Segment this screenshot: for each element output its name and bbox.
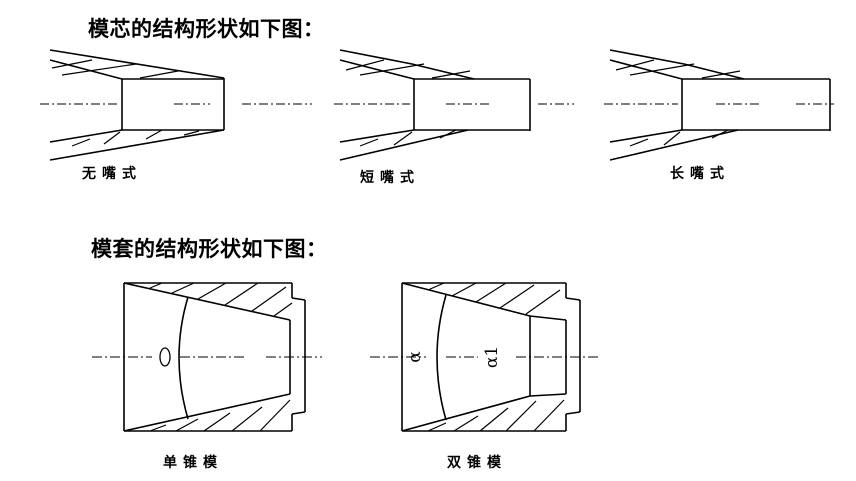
caption-no-nozzle: 无嘴式 <box>82 166 142 182</box>
core-short-nozzle-drawing <box>334 50 574 160</box>
core-heading: 模芯的结构形状如下图： <box>88 16 325 41</box>
sleeve-double-cone-drawing <box>370 283 600 431</box>
sleeve-single-cone-drawing <box>92 283 322 431</box>
alpha-angle-glyph <box>160 348 170 366</box>
caption-double-cone: 双锥模 <box>447 455 507 471</box>
alpha1-angle-label: α1 <box>482 346 502 368</box>
core-no-nozzle-drawing <box>40 50 312 160</box>
caption-single-cone: 单锥模 <box>163 455 223 471</box>
sleeve-heading: 模套的结构形状如下图： <box>91 236 328 261</box>
alpha-angle-label: α <box>405 351 425 363</box>
sleeve-double-cone-angle-labels: α α1 <box>405 346 502 368</box>
caption-short-nozzle: 短嘴式 <box>360 170 420 186</box>
core-long-nozzle-drawing <box>604 50 834 160</box>
caption-long-nozzle: 长嘴式 <box>670 166 730 182</box>
